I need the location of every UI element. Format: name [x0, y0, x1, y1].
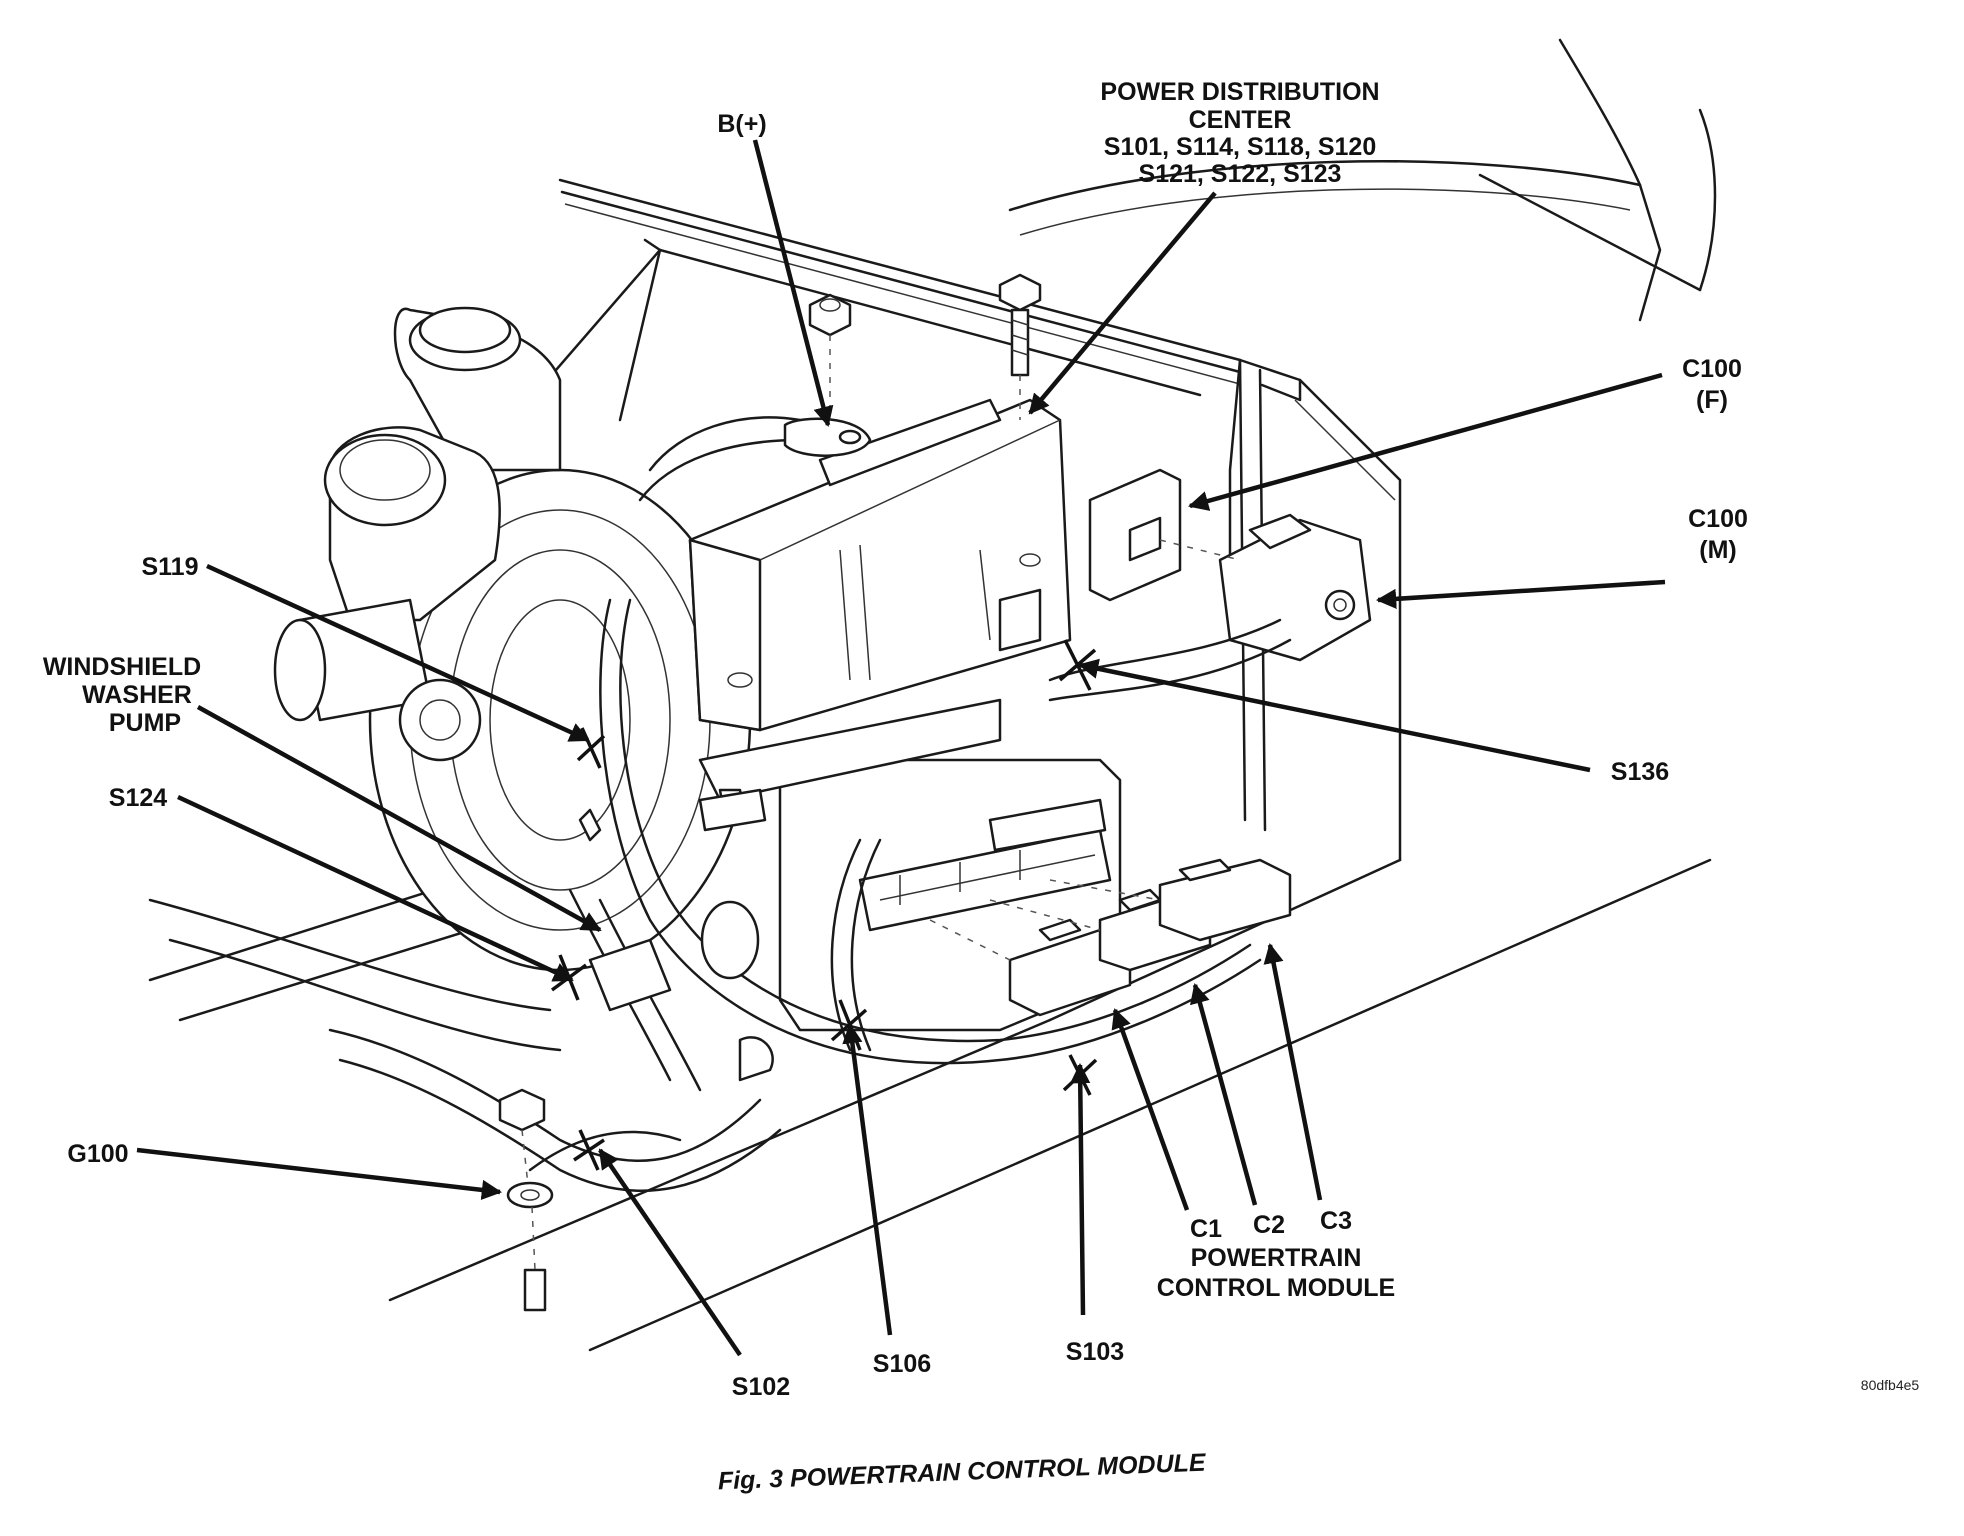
- figure-caption: Fig. 3 POWERTRAIN CONTROL MODULE: [717, 1449, 1207, 1496]
- label-c1: C1: [1190, 1215, 1222, 1243]
- label-c100-f-line2: (F): [1696, 386, 1728, 414]
- label-s124: S124: [109, 784, 167, 812]
- label-c100-f-line1: C100: [1682, 355, 1742, 383]
- label-s119: S119: [141, 553, 198, 581]
- label-s102: S102: [732, 1373, 790, 1401]
- label-b-plus: B(+): [717, 110, 766, 138]
- b-plus-nut: [783, 293, 872, 457]
- g100-ground-nut: [498, 1088, 554, 1312]
- c100-male-connector: [1159, 513, 1372, 662]
- label-c3: C3: [1320, 1207, 1352, 1235]
- callout-leaders: [136, 139, 1666, 1357]
- label-s136: S136: [1611, 758, 1669, 786]
- callout-labels: B(+) POWER DISTRIBUTION CENTER S101, S11…: [43, 78, 1920, 1495]
- label-pcm-line2: CONTROL MODULE: [1157, 1274, 1395, 1302]
- figure-code: 80dfb4e5: [1861, 1377, 1920, 1393]
- label-c100-m-line1: C100: [1688, 505, 1748, 533]
- label-washer-line3: PUMP: [109, 709, 181, 737]
- vehicle-body-outline: [148, 38, 1717, 1352]
- label-washer-line1: WINDSHIELD: [43, 653, 201, 681]
- label-pdc-line1: POWER DISTRIBUTION: [1100, 78, 1379, 106]
- label-washer-line2: WASHER: [82, 681, 192, 709]
- label-s103: S103: [1066, 1338, 1124, 1366]
- pdc-bolt: [998, 273, 1042, 420]
- label-pcm-line1: POWERTRAIN: [1191, 1244, 1362, 1272]
- power-distribution-center-box: [688, 398, 1072, 802]
- wiring-harness: [148, 416, 1292, 1192]
- label-c100-m-line2: (M): [1699, 536, 1736, 564]
- pcm-connectors-c1-c2-c3: [929, 858, 1292, 1017]
- label-c2: C2: [1253, 1211, 1285, 1239]
- label-pdc-line4: S121, S122, S123: [1139, 160, 1342, 188]
- c100-female-connector: [1088, 468, 1182, 602]
- label-pdc-line2: CENTER: [1189, 106, 1292, 134]
- label-s106: S106: [873, 1350, 931, 1378]
- master-cylinder-reservoir: [273, 306, 562, 762]
- label-pdc-line3: S101, S114, S118, S120: [1104, 133, 1376, 161]
- label-g100: G100: [67, 1140, 128, 1168]
